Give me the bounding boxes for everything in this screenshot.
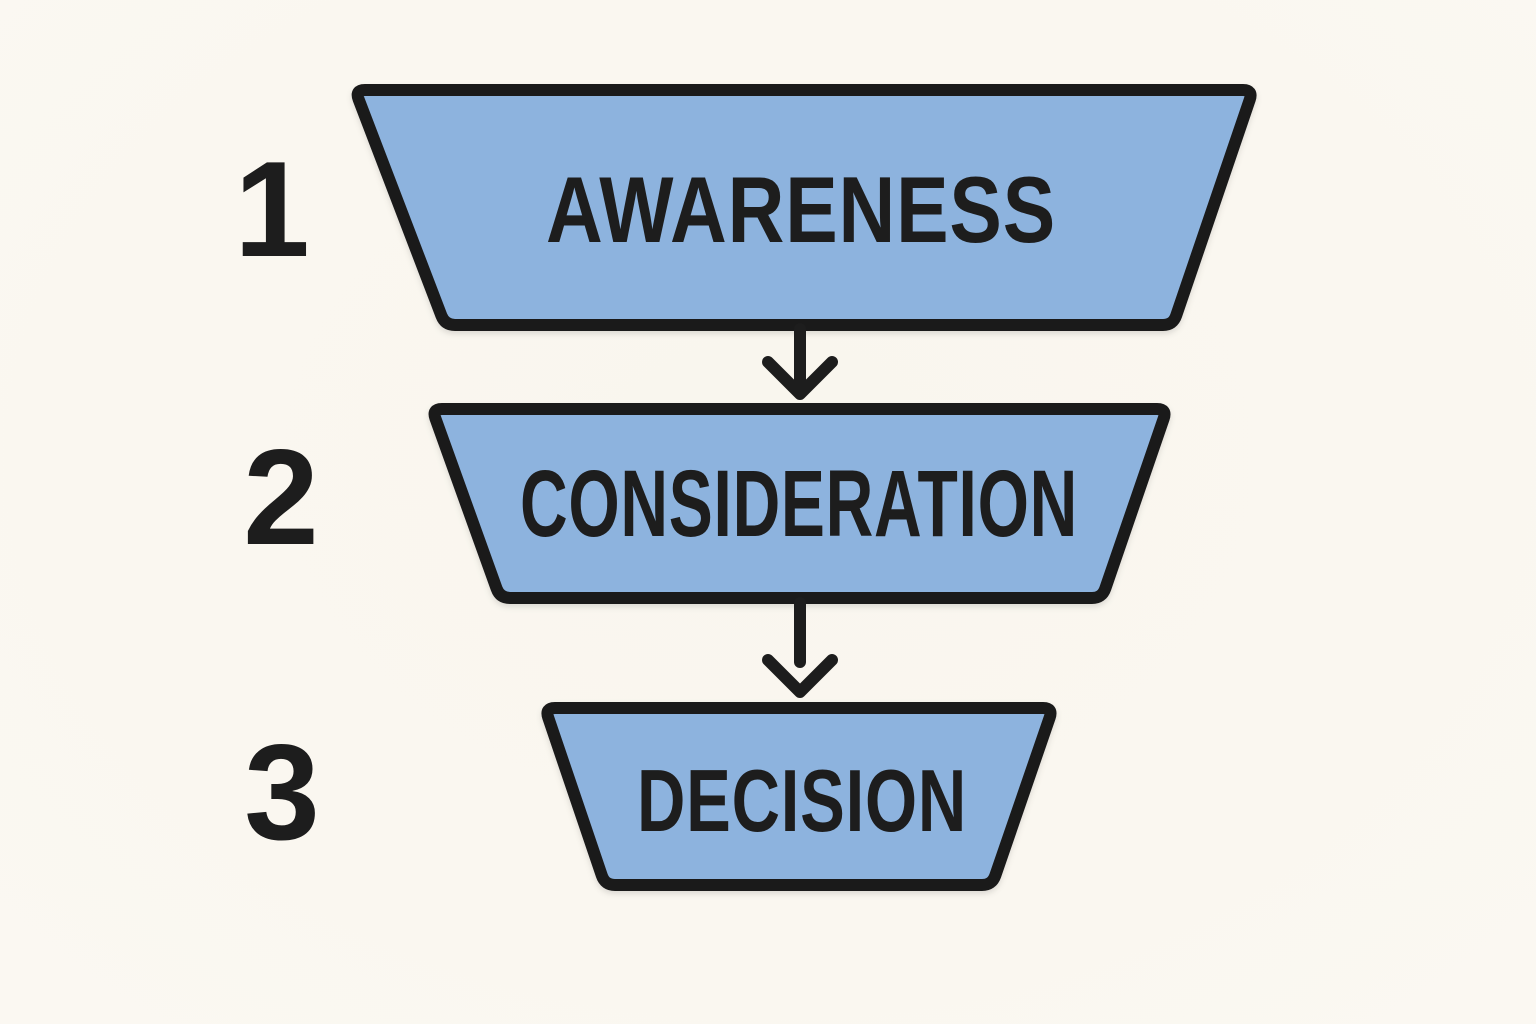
stage-1-label: AWARENESS <box>546 157 1056 262</box>
funnel-stage-2: CONSIDERATION <box>428 403 1171 604</box>
step-number-3: 3 <box>244 716 320 868</box>
funnel-stage-1: AWARENESS <box>351 84 1257 331</box>
step-number-2: 2 <box>243 421 319 573</box>
down-arrow-icon <box>762 323 838 400</box>
stage-2-label: CONSIDERATION <box>520 451 1078 557</box>
stage-1-trapezoid <box>351 84 1257 331</box>
stage-2-trapezoid <box>428 403 1171 604</box>
step-number-1: 1 <box>234 133 310 285</box>
stage-3-trapezoid <box>541 702 1057 891</box>
funnel-stage-3: DECISION <box>541 702 1057 891</box>
down-arrow-icon <box>762 597 838 698</box>
stage-3-label: DECISION <box>637 751 967 850</box>
